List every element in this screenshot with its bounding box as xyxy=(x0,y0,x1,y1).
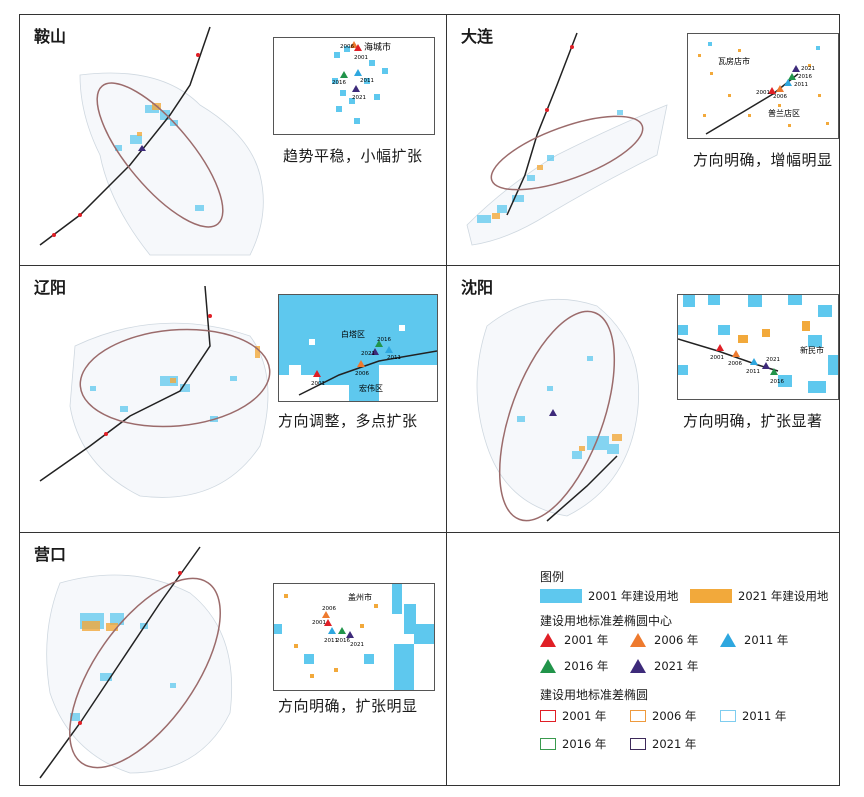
inset-year-label: 2001 xyxy=(312,620,326,626)
land-swatch xyxy=(540,589,582,603)
caption: 趋势平稳，小幅扩张 xyxy=(283,147,423,165)
map-yingkou xyxy=(39,546,233,779)
legend: 图例 2001 年建设用地 2021 年建设用地 建设用地标准差椭圆中心 200… xyxy=(524,556,834,766)
inset-place-label: 普兰店区 xyxy=(768,108,800,118)
city-title: 大连 xyxy=(461,27,494,46)
triangle-icon xyxy=(540,659,556,673)
inset-year-label: 2016 xyxy=(332,80,346,86)
triangle-icon xyxy=(630,633,646,647)
legend-ellipse-2011: 2011 年 xyxy=(720,708,786,724)
inset-year-label: 2011 xyxy=(794,82,808,88)
inset-year-label: 2016 xyxy=(798,74,812,80)
triangle-icon xyxy=(540,633,556,647)
city-title: 鞍山 xyxy=(34,27,67,46)
triangle-icon xyxy=(720,633,736,647)
inset-year-label: 2021 xyxy=(352,95,366,101)
legend-label: 2006 年 xyxy=(652,709,697,723)
legend-label: 2021 年 xyxy=(654,659,699,673)
inset-year-label: 2006 xyxy=(773,94,787,100)
legend-label: 2006 年 xyxy=(654,633,699,647)
legend-label: 2011 年 xyxy=(744,633,789,647)
legend-title: 图例 xyxy=(540,570,565,584)
legend-label: 2001 年建设用地 xyxy=(588,589,679,603)
inset-year-label: 2011 xyxy=(387,355,401,361)
map-liaoyang xyxy=(39,285,271,498)
legend-label: 2011 年 xyxy=(742,709,787,723)
inset-year-label: 2001 xyxy=(710,355,724,361)
legend-label: 2021 年 xyxy=(652,737,697,751)
inset-year-label: 2021 xyxy=(361,351,375,357)
city-title: 辽阳 xyxy=(34,278,67,297)
legend-center-2021: 2021 年 xyxy=(630,658,698,674)
inset-place-label: 白塔区 xyxy=(341,329,365,339)
inset-year-label: 2011 xyxy=(746,369,760,375)
legend-center-2006: 2006 年 xyxy=(630,632,698,648)
legend-land-2001: 2001 年建设用地 xyxy=(540,588,678,604)
inset-place-label: 盖州市 xyxy=(348,592,372,602)
panel-shenyang: 沈阳 新民市 2001 2006 2011 xyxy=(446,265,840,533)
legend-center-2011: 2011 年 xyxy=(720,632,788,648)
inset-anshan: 海城市 2006 2001 2016 2011 2021 xyxy=(273,37,435,135)
legend-label: 2001 年 xyxy=(562,709,607,723)
panel-liaoyang: 辽阳 白塔区 宏伟区 2016 2021 2011 2006 2001 xyxy=(19,265,447,533)
panel-anshan: 鞍山 海城市 2006 2001 2016 2011 2021 趋势平 xyxy=(19,14,447,266)
inset-place-label: 海城市 xyxy=(364,41,391,53)
legend-centers-title: 建设用地标准差椭圆中心 xyxy=(540,614,673,628)
legend-ellipse-2016: 2016 年 xyxy=(540,736,606,752)
land-swatch xyxy=(690,589,732,603)
inset-year-label: 2006 xyxy=(322,606,336,612)
inset-year-label: 2016 xyxy=(770,379,784,385)
caption: 方向明确，增幅明显 xyxy=(693,151,833,169)
inset-year-label: 2016 xyxy=(377,337,391,343)
legend-ellipse-2021: 2021 年 xyxy=(630,736,696,752)
legend-center-2001: 2001 年 xyxy=(540,632,608,648)
ellipse-swatch xyxy=(630,710,646,722)
ellipse-swatch xyxy=(720,710,736,722)
figure-grid: 鞍山 海城市 2006 2001 2016 2011 2021 趋势平 xyxy=(19,14,840,786)
map-dalian xyxy=(466,32,668,246)
map-shenyang xyxy=(476,298,640,522)
ellipse-swatch xyxy=(540,738,556,750)
inset-year-label: 2006 xyxy=(340,44,354,50)
inset-year-label: 2006 xyxy=(728,361,742,367)
inset-dalian: 瓦房店市 普兰店区 2021 2016 2011 2006 2001 xyxy=(687,33,839,139)
inset-year-label: 2011 xyxy=(324,638,338,644)
legend-ellipse-title: 建设用地标准差椭圆 xyxy=(540,688,649,702)
legend-ellipse-2001: 2001 年 xyxy=(540,708,606,724)
ellipse-swatch xyxy=(630,738,646,750)
caption: 方向明确，扩张明显 xyxy=(278,697,418,715)
map-anshan xyxy=(39,26,264,256)
panel-yingkou: 营口 盖州市 2006 2001 2011 xyxy=(19,532,447,786)
caption: 方向明确，扩张显著 xyxy=(683,412,823,430)
inset-shenyang: 新民市 2001 2006 2011 2021 2016 xyxy=(677,294,839,400)
triangle-icon xyxy=(630,659,646,673)
inset-year-label: 2021 xyxy=(350,642,364,648)
legend-label: 2016 年 xyxy=(562,737,607,751)
inset-year-label: 2016 xyxy=(336,638,350,644)
inset-year-label: 2001 xyxy=(354,55,368,61)
legend-label: 2021 年建设用地 xyxy=(738,589,829,603)
inset-year-label: 2021 xyxy=(766,357,780,363)
inset-year-label: 2011 xyxy=(360,78,374,84)
city-title: 沈阳 xyxy=(461,278,494,297)
legend-label: 2001 年 xyxy=(564,633,609,647)
inset-place-label: 宏伟区 xyxy=(359,383,383,393)
panel-dalian: 大连 瓦房店市 普兰店区 2021 2016 2011 2006 xyxy=(446,14,840,266)
inset-liaoyang: 白塔区 宏伟区 2016 2021 2011 2006 2001 xyxy=(278,294,438,402)
legend-ellipse-2006: 2006 年 xyxy=(630,708,696,724)
ellipse-swatch xyxy=(540,710,556,722)
legend-label: 2016 年 xyxy=(564,659,609,673)
caption: 方向调整，多点扩张 xyxy=(278,412,418,430)
city-title: 营口 xyxy=(34,545,67,564)
legend-center-2016: 2016 年 xyxy=(540,658,608,674)
legend-land-2021: 2021 年建设用地 xyxy=(690,588,828,604)
inset-place-label: 瓦房店市 xyxy=(718,56,750,66)
inset-year-label: 2001 xyxy=(311,381,325,387)
inset-year-label: 2021 xyxy=(801,66,815,72)
inset-year-label: 2001 xyxy=(756,90,770,96)
inset-place-label: 新民市 xyxy=(800,345,824,355)
inset-year-label: 2006 xyxy=(355,371,369,377)
inset-yingkou: 盖州市 2006 2001 2011 2016 2021 xyxy=(273,583,435,691)
